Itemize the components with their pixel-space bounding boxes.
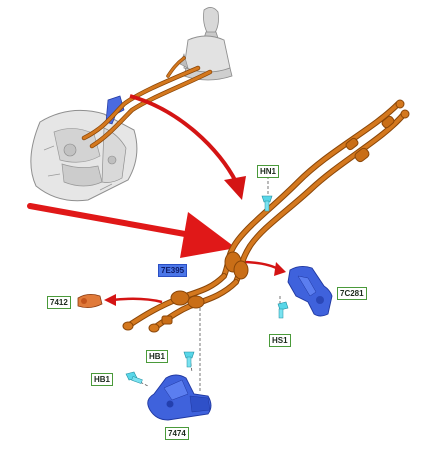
inset-shift-cables [81, 56, 213, 149]
bracket-7474 [147, 374, 212, 421]
gear-shifter-assembly [179, 7, 233, 81]
label-hs1: HS1 [269, 334, 291, 347]
label-7e395: 7E395 [158, 264, 188, 277]
label-hb1-upper: HB1 [146, 350, 169, 363]
label-7474: 7474 [165, 427, 189, 440]
cable-end-7412 [77, 294, 103, 308]
label-7412: 7412 [47, 296, 71, 309]
label-hn1: HN1 [257, 165, 280, 178]
red-arrow-icon [27, 94, 286, 306]
label-7c281: 7C281 [337, 287, 367, 300]
bolt-icon [125, 195, 289, 384]
label-hb1-lower: HB1 [91, 373, 114, 386]
bracket-7c281 [287, 265, 333, 317]
transmission-icon [30, 95, 138, 202]
cable-fittings [122, 99, 410, 333]
